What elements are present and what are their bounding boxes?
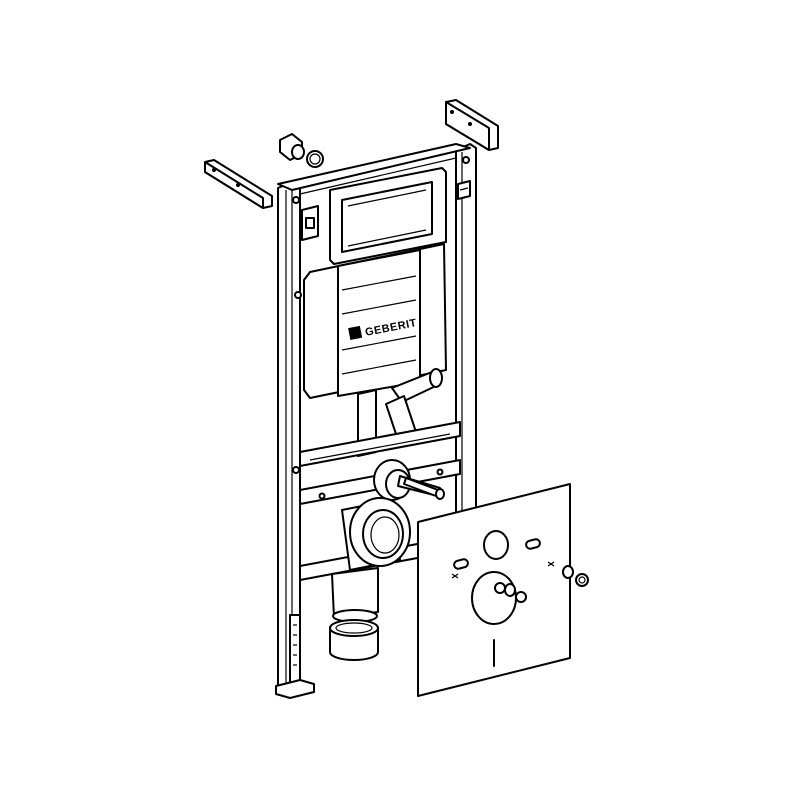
frame-left-upright [275, 181, 315, 699]
right-wall-bracket [445, 99, 499, 151]
drain-connector [329, 619, 379, 661]
flush-cistern: GEBERIT [303, 167, 447, 399]
sound-insulation-plate [417, 483, 571, 697]
side-bolt [562, 565, 589, 587]
drain-bolt [403, 477, 445, 500]
frame-top-rail [277, 143, 471, 195]
drain-bend [331, 497, 411, 623]
actuator-bracket-hardware [301, 205, 319, 241]
top-screw-fitting [279, 133, 324, 168]
water-level-marker [457, 180, 471, 200]
plate-bolt [504, 583, 527, 603]
left-wall-bracket [204, 159, 273, 209]
